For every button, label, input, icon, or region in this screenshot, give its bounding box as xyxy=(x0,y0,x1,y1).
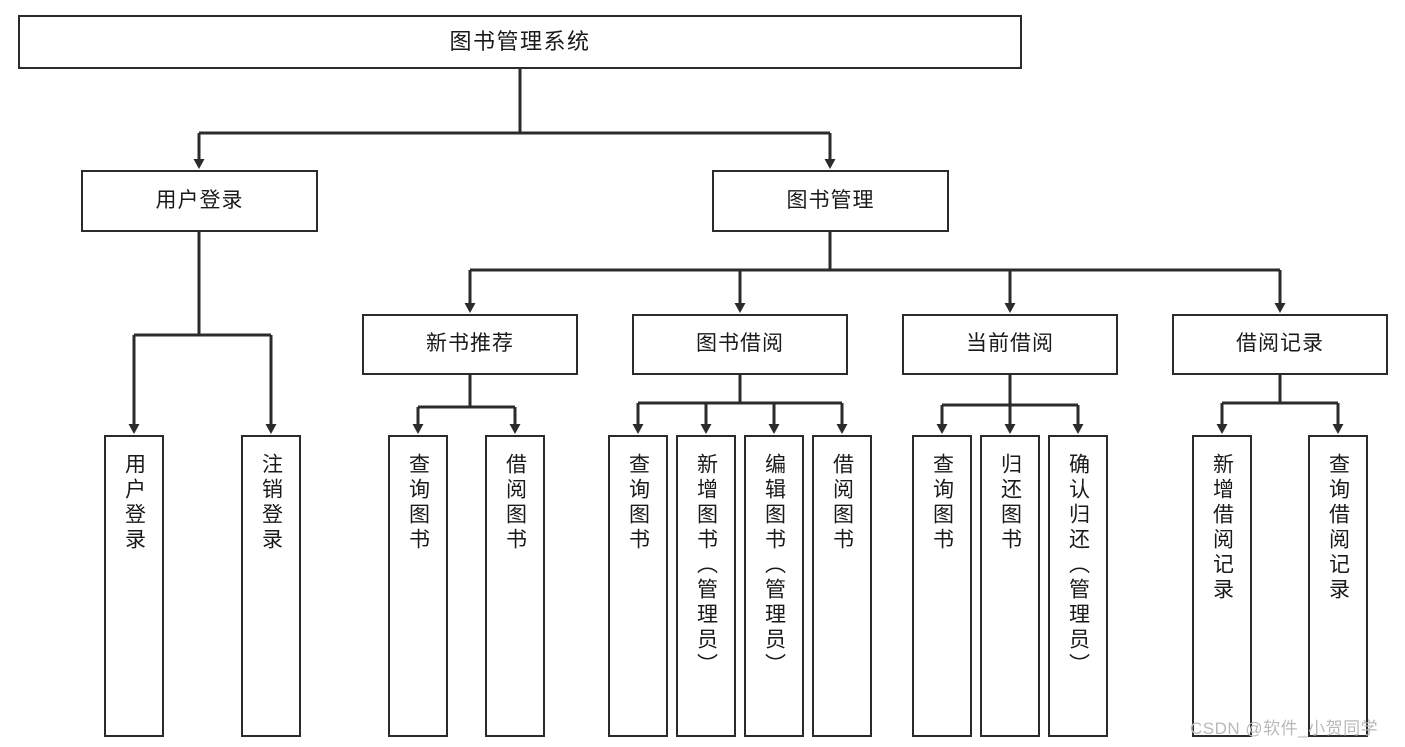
node-current-borrow[interactable]: 当前借阅 xyxy=(902,314,1118,375)
leaf-user-login[interactable]: 用户登录 xyxy=(104,435,164,737)
node-label: 借阅记录 xyxy=(1236,332,1324,356)
leaf-return-book[interactable]: 归还图书 xyxy=(980,435,1040,737)
node-label: 用户登录 xyxy=(122,453,146,553)
node-label: 查询借阅记录 xyxy=(1326,453,1350,603)
leaf-add-borrow-record[interactable]: 新增借阅记录 xyxy=(1192,435,1252,737)
node-label: 查询图书 xyxy=(626,453,650,553)
leaf-edit-book-admin[interactable]: 编辑图书（管理员） xyxy=(744,435,804,737)
node-label: 编辑图书（管理员） xyxy=(762,453,786,678)
leaf-query-book-current[interactable]: 查询图书 xyxy=(912,435,972,737)
node-label: 用户登录 xyxy=(155,188,244,212)
node-book-management[interactable]: 图书管理 xyxy=(712,170,949,232)
leaf-add-book-admin[interactable]: 新增图书（管理员） xyxy=(676,435,736,737)
node-label: 新书推荐 xyxy=(426,332,514,356)
node-label: 当前借阅 xyxy=(966,332,1054,356)
node-label: 查询图书 xyxy=(930,453,954,553)
leaf-borrow-book-new[interactable]: 借阅图书 xyxy=(485,435,545,737)
node-label: 图书管理 xyxy=(786,188,875,212)
leaf-query-book-new[interactable]: 查询图书 xyxy=(388,435,448,737)
node-label: 图书借阅 xyxy=(696,332,784,356)
node-label: 借阅图书 xyxy=(830,453,854,553)
leaf-user-logout[interactable]: 注销登录 xyxy=(241,435,301,737)
node-label: 图书管理系统 xyxy=(449,29,591,55)
leaf-confirm-return-admin[interactable]: 确认归还（管理员） xyxy=(1048,435,1108,737)
leaf-borrow-book[interactable]: 借阅图书 xyxy=(812,435,872,737)
node-label: 查询图书 xyxy=(406,453,430,553)
node-user-login[interactable]: 用户登录 xyxy=(81,170,318,232)
node-label: 借阅图书 xyxy=(503,453,527,553)
node-label: 新增借阅记录 xyxy=(1210,453,1234,603)
node-borrow-record[interactable]: 借阅记录 xyxy=(1172,314,1388,375)
node-root-system[interactable]: 图书管理系统 xyxy=(18,15,1022,69)
node-label: 新增图书（管理员） xyxy=(694,453,718,678)
leaf-query-borrow-record[interactable]: 查询借阅记录 xyxy=(1308,435,1368,737)
node-new-book-recommend[interactable]: 新书推荐 xyxy=(362,314,578,375)
node-book-borrow[interactable]: 图书借阅 xyxy=(632,314,848,375)
node-label: 确认归还（管理员） xyxy=(1066,453,1090,678)
node-label: 注销登录 xyxy=(259,453,283,553)
node-label: 归还图书 xyxy=(998,453,1022,553)
leaf-query-book-borrow[interactable]: 查询图书 xyxy=(608,435,668,737)
